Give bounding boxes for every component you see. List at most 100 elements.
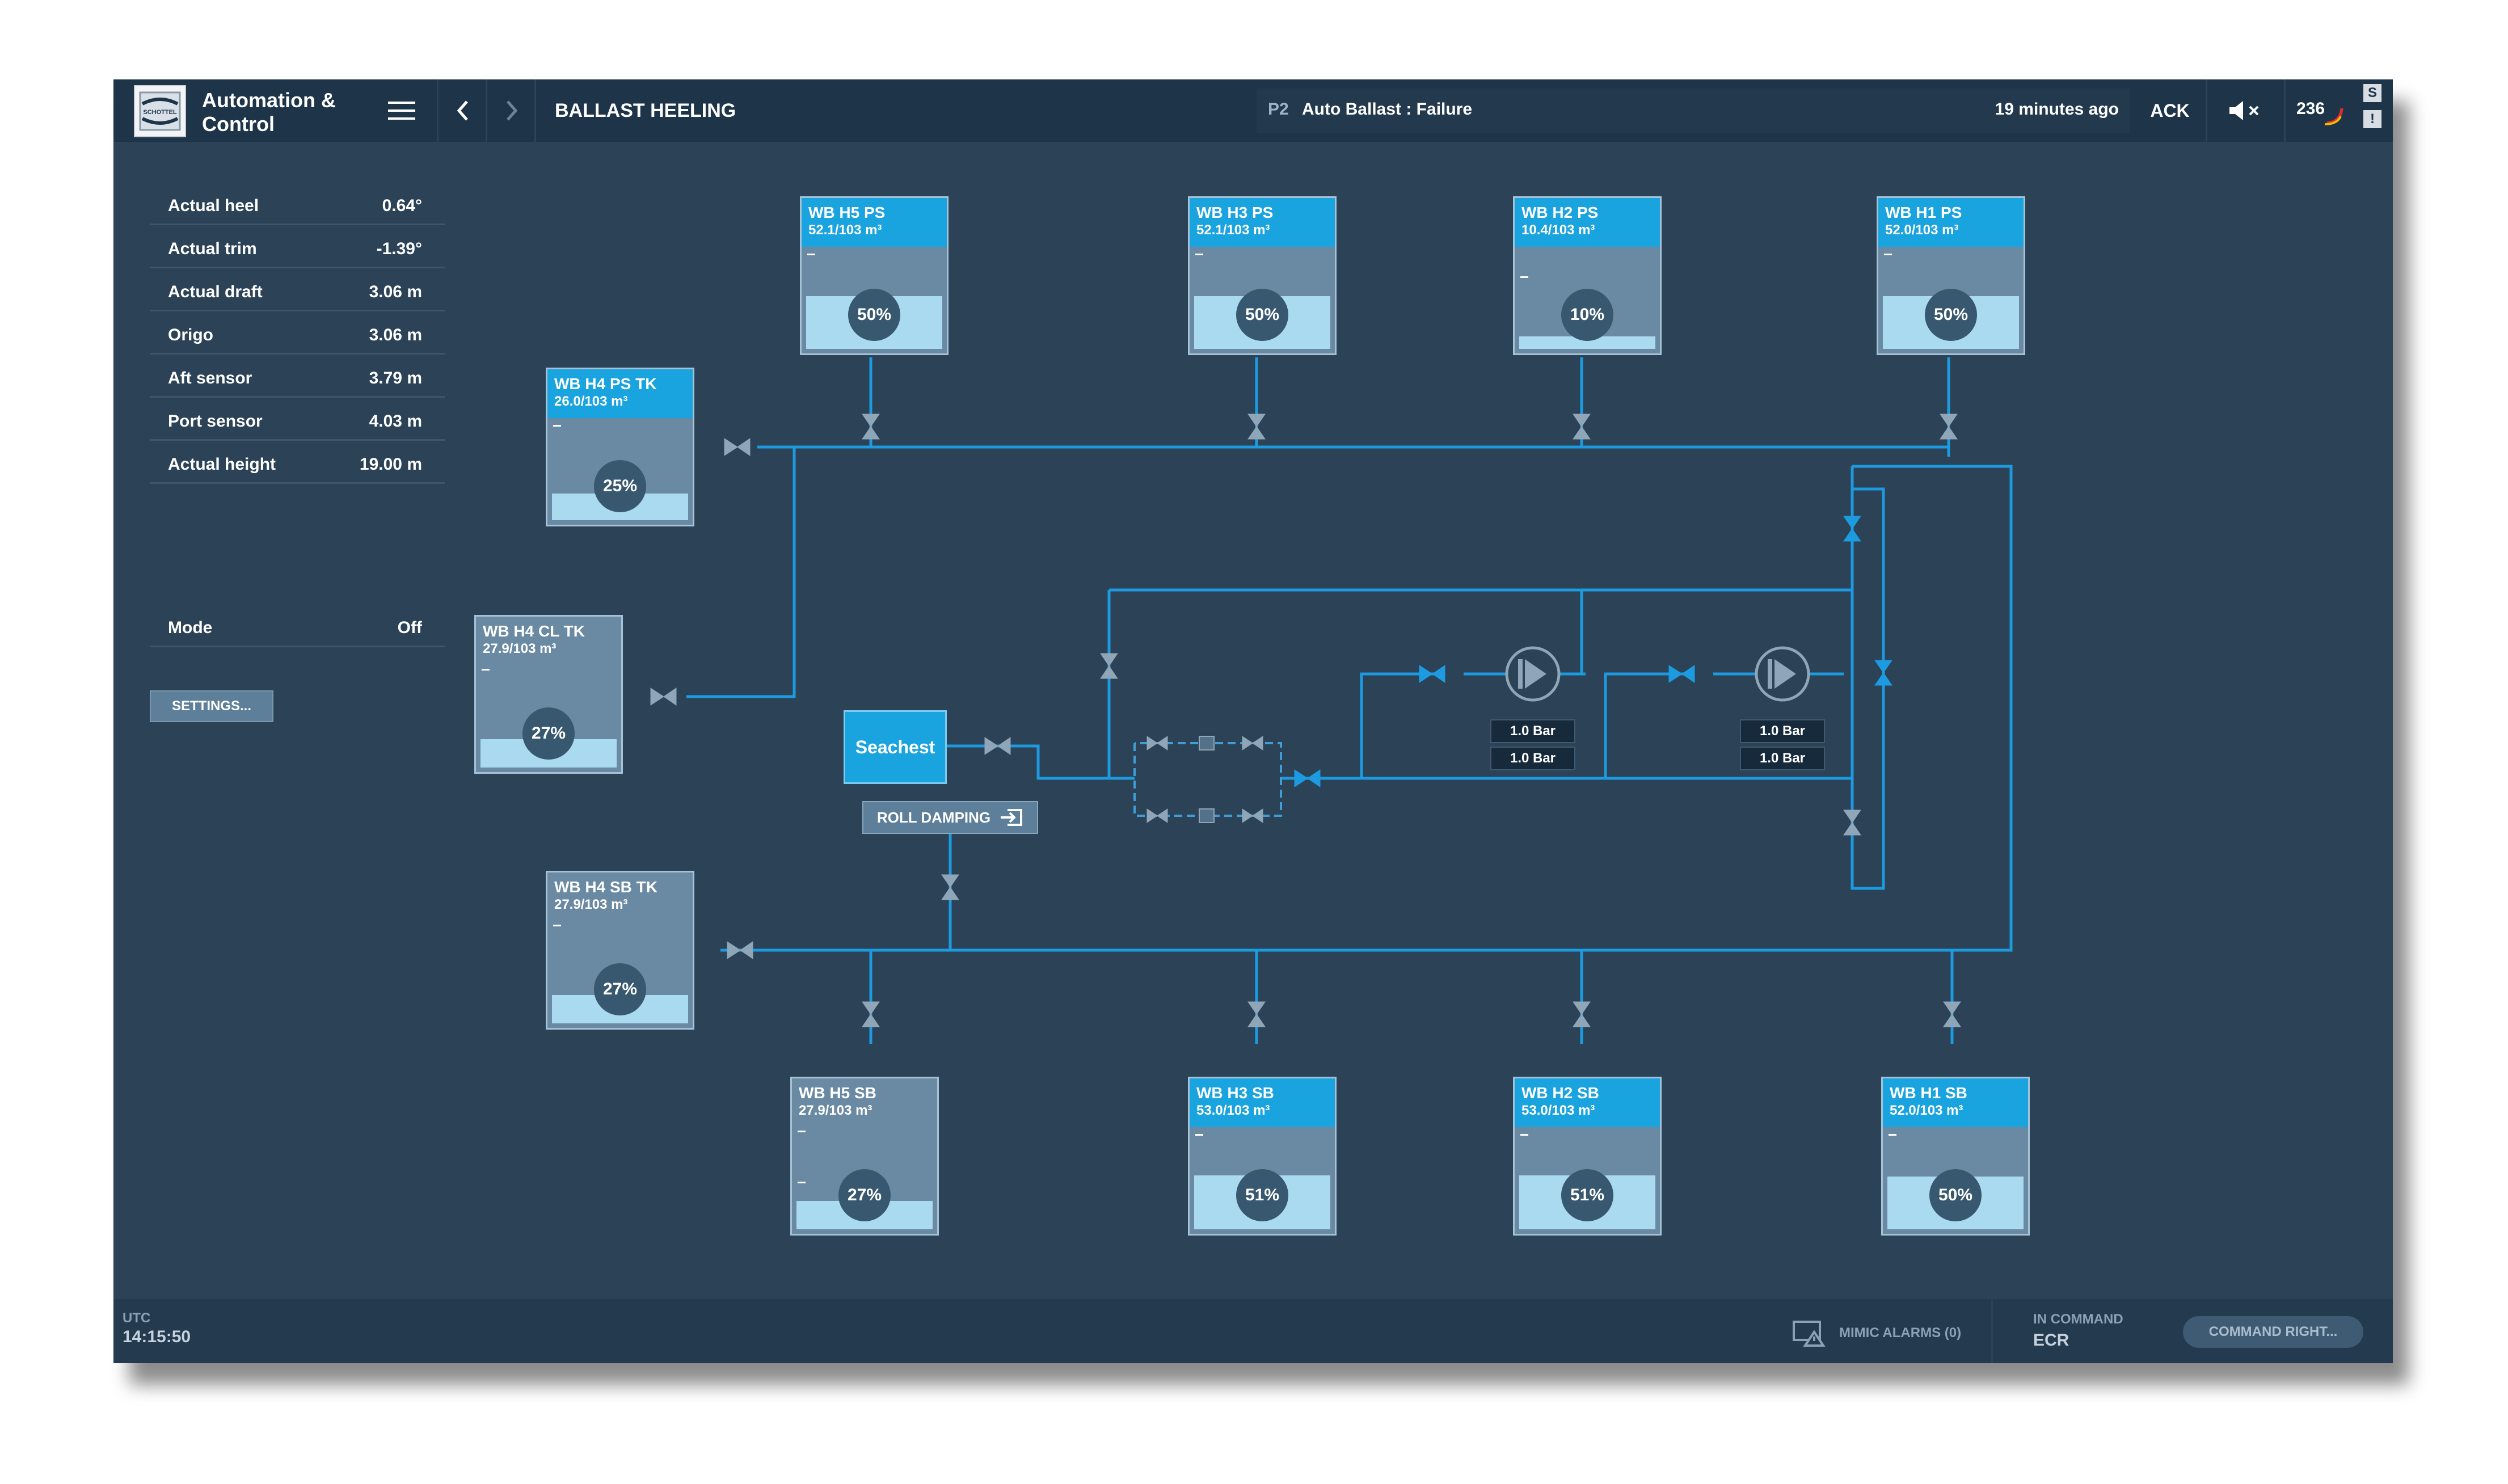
valve-icon[interactable]	[1247, 1001, 1266, 1027]
level-tick	[482, 669, 490, 671]
alarm-gauge-icon	[2324, 108, 2343, 125]
valve-icon[interactable]	[1146, 808, 1168, 823]
readout-label: Actual heel	[168, 196, 259, 215]
tank-name: WB H2 PS	[1521, 204, 1599, 221]
side-badge-s[interactable]: S	[2363, 84, 2381, 102]
tank-name: WB H4 PS TK	[554, 375, 657, 393]
side-badge-alert[interactable]: !	[2363, 110, 2381, 128]
readout-value: 4.03 m	[369, 412, 422, 431]
back-button[interactable]	[440, 79, 486, 142]
tank-name: WB H4 CL TK	[483, 622, 585, 640]
pump-1-pressure-1: 1.0 Bar	[1490, 719, 1575, 743]
ack-button[interactable]: ACK	[2150, 100, 2190, 121]
menu-button[interactable]	[368, 79, 436, 142]
command-right-button[interactable]: COMMAND RIGHT...	[2183, 1316, 2363, 1348]
settings-button[interactable]: SETTINGS...	[150, 690, 273, 722]
valve-icon[interactable]	[862, 1001, 880, 1027]
valve-icon[interactable]	[862, 414, 880, 440]
valve-icon[interactable]	[941, 874, 959, 900]
tank-percent: 10%	[1561, 289, 1613, 341]
valve-icon[interactable]	[1573, 1001, 1591, 1027]
tank-percent: 27%	[838, 1169, 891, 1221]
tank-fill	[1519, 336, 1655, 349]
forward-button[interactable]	[489, 79, 534, 142]
readout-label: Actual trim	[168, 239, 257, 258]
tank-name: WB H4 SB TK	[554, 878, 657, 896]
readout-value: 3.06 m	[369, 326, 422, 344]
valve-icon[interactable]	[1242, 808, 1263, 823]
divider	[2284, 79, 2286, 142]
alarm-banner[interactable]: P2 Auto Ballast : Failure 19 minutes ago	[1257, 88, 2130, 133]
roll-damping-button[interactable]: ROLL DAMPING	[862, 801, 1038, 834]
valve-icon[interactable]	[1943, 1001, 1961, 1027]
tank-name: WB H3 PS	[1196, 204, 1274, 221]
mimic-alarms-icon[interactable]	[1792, 1319, 1828, 1347]
valve-icon[interactable]	[1940, 414, 1958, 440]
alarm-count: 236	[2296, 99, 2325, 118]
valve-icon[interactable]	[1247, 414, 1266, 440]
valve-icon[interactable]	[1242, 736, 1263, 751]
mimic-alarms-label[interactable]: MIMIC ALARMS (0)	[1839, 1325, 1962, 1340]
divider	[534, 79, 536, 142]
seachest-button[interactable]: Seachest	[844, 710, 947, 784]
mute-button[interactable]	[2209, 79, 2283, 142]
level-tick	[1195, 1134, 1203, 1136]
tank-percent: 50%	[1929, 1169, 1982, 1221]
divider	[437, 79, 439, 142]
valve-icon[interactable]	[1843, 810, 1861, 836]
readout-value: 3.79 m	[369, 369, 422, 387]
tank-percent: 50%	[1236, 289, 1288, 341]
valve-open-icon[interactable]	[1874, 660, 1892, 686]
valve-icon[interactable]	[1100, 653, 1118, 679]
tank-volume: 27.9/103 m³	[799, 1103, 872, 1118]
clock-time: 14:15:50	[123, 1327, 191, 1346]
roll-damping-label: ROLL DAMPING	[876, 808, 991, 826]
readout-label: Origo	[168, 326, 213, 344]
tank-percent: 25%	[594, 460, 646, 512]
level-tick	[807, 254, 815, 255]
valve-icon[interactable]	[727, 941, 753, 959]
valve-icon[interactable]	[1146, 736, 1168, 751]
divider	[486, 79, 487, 142]
alarm-counter[interactable]: 236	[2287, 79, 2355, 142]
tank-volume: 53.0/103 m³	[1521, 1103, 1595, 1118]
tank-percent: 27%	[522, 707, 575, 760]
in-command-label: IN COMMAND	[2033, 1312, 2123, 1327]
valve-open-icon[interactable]	[1668, 665, 1695, 683]
valve-open-icon[interactable]	[1843, 516, 1861, 542]
valve-icon[interactable]	[650, 688, 677, 706]
valve-icon[interactable]	[724, 438, 751, 456]
readout-value: 3.06 m	[369, 283, 422, 301]
valve-icon[interactable]	[984, 737, 1011, 755]
valve-open-icon[interactable]	[1294, 769, 1321, 787]
tank-volume: 10.4/103 m³	[1521, 222, 1595, 238]
valve-icon[interactable]	[1573, 414, 1591, 440]
level-tick	[1889, 1134, 1896, 1136]
valve-open-icon[interactable]	[1419, 665, 1445, 683]
readout-value: 19.00 m	[359, 455, 422, 474]
tank-name: WB H5 SB	[799, 1084, 876, 1102]
tank-percent: 50%	[848, 289, 900, 341]
readout-value: 0.64°	[382, 196, 422, 215]
tank-volume: 26.0/103 m³	[554, 394, 628, 409]
